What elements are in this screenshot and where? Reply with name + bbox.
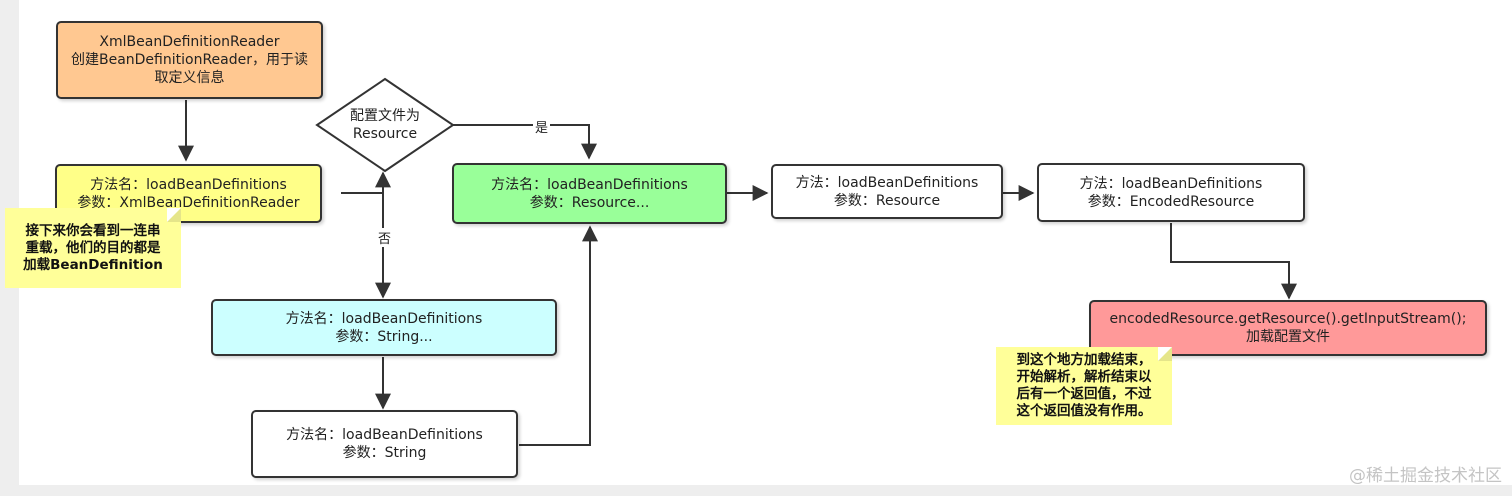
overload-note-fold bbox=[167, 208, 181, 222]
overload-note-line-3: 加载BeanDefinition bbox=[23, 256, 163, 273]
end-note: 到这个地方加载结束， 开始解析，解析结束以 后有一个返回值，不过 这个返回值没有… bbox=[996, 347, 1172, 425]
edge-load-to-decision bbox=[341, 171, 391, 194]
resource-param: 参数：Resource bbox=[833, 192, 941, 209]
edge-encoded-to-stream bbox=[1170, 223, 1297, 300]
resource-method: 方法：loadBeanDefinitions bbox=[795, 174, 979, 191]
string-param: 参数：String bbox=[342, 445, 427, 461]
decision-line-2: Resource bbox=[352, 126, 418, 142]
string-varargs-param: 参数：String... bbox=[335, 328, 433, 345]
reader-line-3: 取定义信息 bbox=[154, 70, 225, 86]
reader-node: XmlBeanDefinitionReader 创建BeanDefinition… bbox=[56, 21, 323, 99]
load-resource-varargs-node: 方法名：loadBeanDefinitions 参数：Resource... bbox=[452, 163, 727, 224]
load-reader-method: 方法名：loadBeanDefinitions bbox=[90, 176, 287, 193]
end-note-line-1: 到这个地方加载结束， bbox=[1016, 352, 1152, 368]
resource-varargs-param: 参数：Resource... bbox=[529, 194, 650, 211]
load-string-node: 方法名：loadBeanDefinitions 参数：String bbox=[251, 410, 518, 478]
end-note-line-2: 开始解析，解析结束以 bbox=[1016, 369, 1152, 385]
encoded-param: 参数：EncodedResource bbox=[1087, 193, 1255, 210]
end-note-line-3: 后有一个返回值，不过 bbox=[1016, 386, 1152, 402]
reader-line-1: XmlBeanDefinitionReader bbox=[99, 34, 280, 50]
load-string-varargs-node: 方法名：loadBeanDefinitions 参数：String... bbox=[211, 299, 557, 356]
resource-varargs-method: 方法名：loadBeanDefinitions bbox=[491, 176, 688, 193]
watermark: @稀土掘金技术社区 bbox=[1349, 466, 1502, 486]
load-reader-param: 参数：XmlBeanDefinitionReader bbox=[77, 194, 300, 211]
edge-label-yes: 是 bbox=[533, 117, 551, 136]
diagram-canvas: XmlBeanDefinitionReader 创建BeanDefinition… bbox=[5, 0, 1512, 485]
string-method: 方法名：loadBeanDefinitions bbox=[286, 427, 483, 443]
load-encoded-node: 方法：loadBeanDefinitions 参数：EncodedResourc… bbox=[1037, 163, 1305, 222]
decision-line-1: 配置文件为 bbox=[350, 108, 420, 124]
overload-note: 接下来你会看到一连串 重载，他们的目的都是 加载BeanDefinition bbox=[5, 208, 181, 288]
input-stream-desc: 加载配置文件 bbox=[1246, 329, 1330, 345]
edge-string-to-resource-varargs bbox=[519, 225, 598, 446]
edge-decision-yes bbox=[453, 124, 597, 160]
connector-layer bbox=[178, 77, 1297, 446]
string-varargs-method: 方法名：loadBeanDefinitions bbox=[285, 310, 483, 327]
decision-diamond bbox=[315, 77, 455, 173]
input-stream-node: encodedResource.getResource().getInputSt… bbox=[1089, 300, 1487, 356]
end-note-fold bbox=[1158, 347, 1172, 361]
input-stream-code: encodedResource.getResource().getInputSt… bbox=[1109, 311, 1467, 327]
edge-label-no: 否 bbox=[376, 228, 394, 247]
decision-label: 配置文件为 Resource bbox=[317, 80, 453, 170]
load-resource-node: 方法：loadBeanDefinitions 参数：Resource bbox=[771, 164, 1003, 219]
overload-note-line-1: 接下来你会看到一连串 bbox=[25, 222, 161, 239]
reader-line-2: 创建BeanDefinitionReader，用于读 bbox=[70, 52, 308, 68]
end-note-line-4: 这个返回值没有作用。 bbox=[1016, 403, 1152, 419]
encoded-method: 方法：loadBeanDefinitions bbox=[1079, 175, 1263, 192]
overload-note-line-2: 重载，他们的目的都是 bbox=[25, 239, 161, 256]
